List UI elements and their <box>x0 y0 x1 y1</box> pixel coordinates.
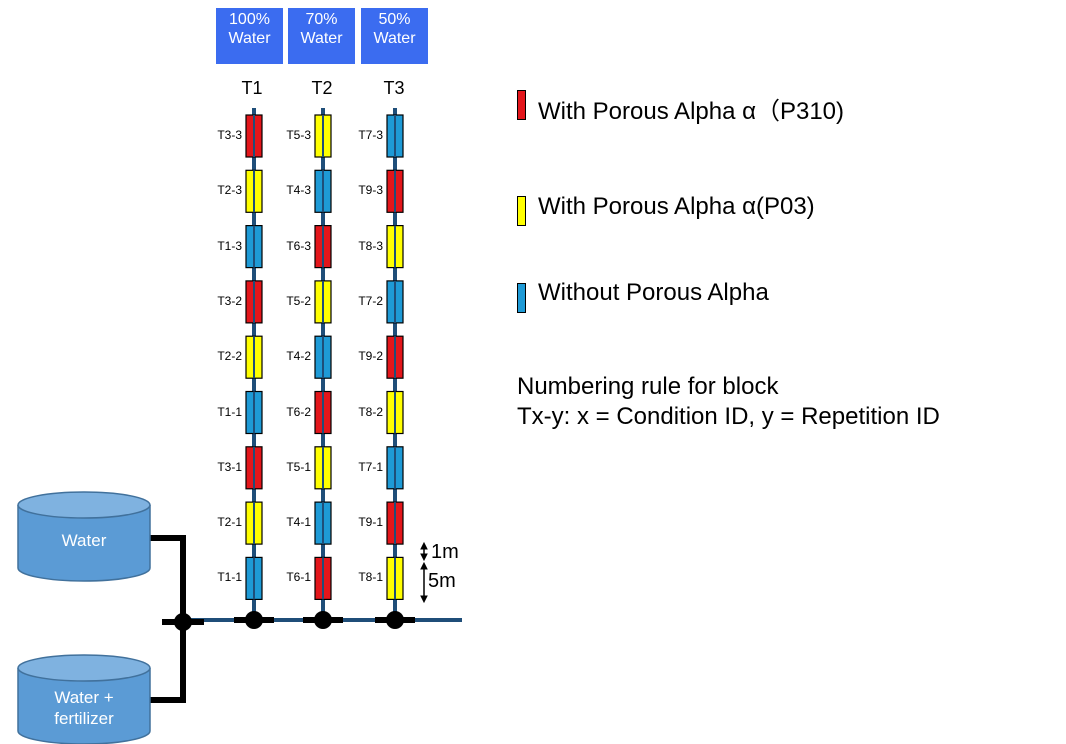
water-feed-pipe <box>150 535 186 622</box>
legend-swatch-red <box>517 90 526 120</box>
condition-percent: 100% <box>229 11 270 28</box>
connection-node <box>386 611 404 629</box>
fertilizer-feed-pipe <box>150 622 186 703</box>
block-label: T2-1 <box>217 515 242 530</box>
dimension-arrows <box>420 541 428 604</box>
block-label: T6-1 <box>286 570 311 585</box>
legend-text-p310: With Porous Alpha α（P310) <box>538 98 845 125</box>
block-label: T7-3 <box>358 128 383 142</box>
block-label: T2-3 <box>217 183 242 198</box>
numbering-rule-description: Tx-y: x = Condition ID, y = Repetition I… <box>517 403 940 430</box>
block-label: T5-3 <box>286 128 311 142</box>
block-label: T7-2 <box>358 293 383 308</box>
block-label: T8-3 <box>358 238 383 253</box>
block-label: T6-3 <box>286 238 311 253</box>
water-tank-label: Water <box>61 531 107 550</box>
condition-unit: Water <box>373 30 416 47</box>
block-label: T1-1 <box>217 570 242 585</box>
fertilizer-tank-label-line1: Water + <box>54 688 114 707</box>
condition-box-t2: 70% Water <box>288 8 355 64</box>
block-label: T9-2 <box>358 349 383 364</box>
water-tank <box>17 491 151 582</box>
legend-text-p03: With Porous Alpha α(P03) <box>538 193 815 220</box>
block-label: T8-2 <box>358 404 383 419</box>
block-label: T5-1 <box>286 459 311 474</box>
legend-swatch-yellow <box>517 196 526 226</box>
legend-swatch-blue <box>517 283 526 313</box>
block-length-label: 1m <box>431 541 459 563</box>
block-label: T4-3 <box>286 183 311 198</box>
block-label: T1-3 <box>217 238 242 253</box>
block-label: T1-1 <box>217 404 242 419</box>
spacing-length-label: 5m <box>428 570 456 592</box>
block-label: T9-1 <box>358 515 383 530</box>
block-label: T2-2 <box>217 349 242 364</box>
condition-unit: Water <box>300 30 343 47</box>
block-label: T4-2 <box>286 349 311 364</box>
block-label: T3-3 <box>217 128 242 142</box>
block-label: T8-1 <box>358 570 383 585</box>
condition-box-t1: 100% Water <box>216 8 283 64</box>
column-label-t1: T1 <box>241 78 263 98</box>
block-label: T4-1 <box>286 515 311 530</box>
junction-node <box>174 613 192 631</box>
block-label: T7-1 <box>358 459 383 474</box>
block-label: T3-1 <box>217 459 242 474</box>
fertilizer-tank-label-line2: fertilizer <box>54 709 114 728</box>
block-label: T9-3 <box>358 183 383 198</box>
condition-percent: 50% <box>378 11 411 28</box>
block-label: T3-2 <box>217 293 242 308</box>
condition-percent: 70% <box>305 11 338 28</box>
block-label: T5-2 <box>286 293 311 308</box>
numbering-rule-title: Numbering rule for block <box>517 373 779 400</box>
connection-node <box>245 611 263 629</box>
condition-unit: Water <box>228 30 271 47</box>
legend-text-without: Without Porous Alpha <box>538 279 769 306</box>
block-columns <box>234 108 415 629</box>
block-label: T6-2 <box>286 404 311 419</box>
connection-node <box>314 611 332 629</box>
column-label-t2: T2 <box>311 78 333 98</box>
condition-box-t3: 50% Water <box>361 8 428 64</box>
column-label-t3: T3 <box>383 78 405 98</box>
